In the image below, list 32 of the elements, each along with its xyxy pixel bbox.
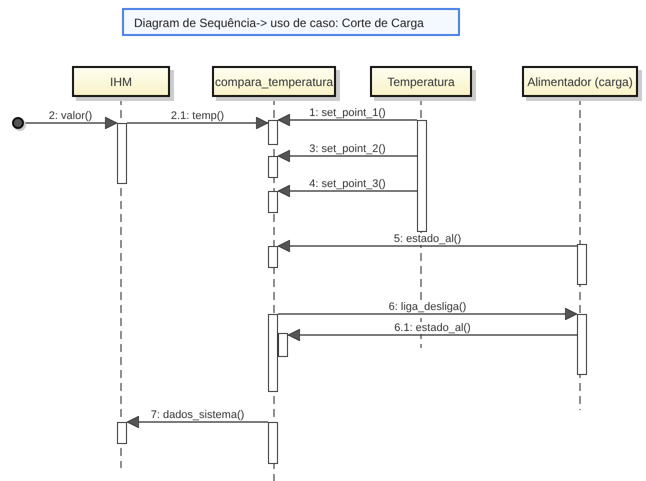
message-arrow: [24, 116, 118, 130]
message-arrow: [126, 416, 268, 428]
message-arrow: [278, 308, 578, 320]
activation-bar: [577, 244, 587, 285]
activation-bar: [268, 191, 278, 213]
message-arrow: [278, 114, 417, 126]
activation-bar: [117, 422, 127, 444]
activation-bar: [268, 120, 278, 145]
edge-label: 6: liga_desliga(): [388, 301, 468, 313]
edge-label: 5: estado_al(): [392, 233, 462, 245]
activation-bar: [577, 314, 587, 375]
message-arrow: [127, 116, 268, 130]
activation-bar: [117, 123, 127, 184]
message-arrow: [278, 240, 577, 252]
message-arrow: [278, 150, 417, 162]
activation-bar: [268, 314, 278, 392]
diagram-title: Diagram de Sequência-> uso de caso: Corte de Carga: [122, 8, 460, 36]
message-arrow: [278, 184, 417, 198]
activation-bar: [268, 156, 278, 178]
edge-label: 6.1: estado_al(): [393, 322, 472, 334]
activation-bar: [278, 333, 288, 357]
message-arrow: [288, 328, 577, 342]
activation-bar: [417, 120, 427, 232]
activation-bar: [268, 422, 278, 464]
edge-label: 7: dados_sistema(): [150, 409, 246, 421]
edge-label: 3: set_point_2(): [308, 143, 387, 155]
activation-bar: [268, 246, 278, 268]
edge-label: 1: set_point_1(): [308, 107, 387, 119]
edge-label: 2.1: temp(): [170, 110, 226, 122]
start-dot: [12, 117, 24, 129]
edge-label: 2: valor(): [48, 110, 94, 122]
edge-label: 4: set_point_3(): [308, 178, 387, 190]
